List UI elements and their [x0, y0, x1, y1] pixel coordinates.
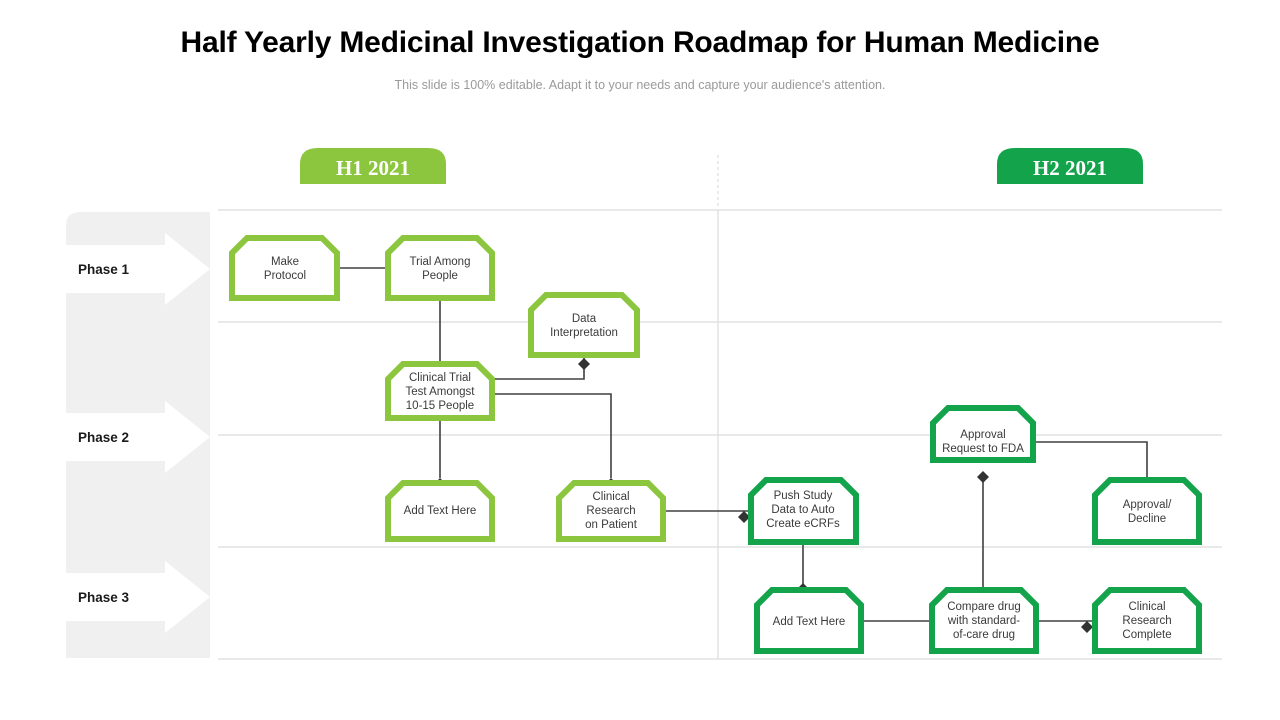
node-trial-among-people-line-0: Trial Among: [410, 256, 471, 268]
node-data-interpretation-line-1: Interpretation: [550, 327, 618, 339]
node-approval-decline-line-0: Approval/: [1123, 499, 1172, 511]
connector-test-to-research-on-patient: [490, 393, 612, 478]
phase-label-1: Phase 1: [78, 262, 130, 277]
node-make-protocol-line-0: Make: [271, 256, 299, 268]
node-trial-among-people[interactable]: Trial Among People: [385, 235, 495, 301]
phase-label-3: Phase 3: [78, 590, 130, 605]
phase-1-arrow: [66, 233, 210, 305]
node-approval-decline-line-1: Decline: [1128, 513, 1166, 525]
node-data-interpretation[interactable]: Data Interpretation: [528, 292, 640, 358]
phase-label-2: Phase 2: [78, 430, 129, 445]
page-title: Half Yearly Medicinal Investigation Road…: [180, 26, 1100, 59]
half-badge-h2-label: H2 2021: [1033, 156, 1107, 180]
half-badge-h1[interactable]: H1 2021: [300, 148, 446, 184]
connector-approval-request-to-decline: [1034, 441, 1148, 477]
node-clinical-research-complete[interactable]: Clinical Research Complete: [1092, 587, 1202, 654]
node-clinical-research-on-patient-line-1: Research: [586, 505, 635, 517]
node-compare-drug-line-0: Compare drug: [947, 601, 1021, 613]
node-approval-request-fda[interactable]: Approval Request to FDA: [930, 405, 1036, 463]
connector-test-to-data-interpretation: [490, 358, 585, 380]
node-approval-request-fda-line-0: Approval: [960, 429, 1005, 441]
connectors: [338, 267, 1148, 622]
node-push-study-data[interactable]: Push Study Data to Auto Create eCRFs: [748, 477, 859, 545]
phase-3-arrow: [66, 561, 210, 633]
marker-data-interpretation: [578, 358, 590, 370]
node-clinical-research-on-patient-line-2: on Patient: [585, 519, 638, 531]
marker-research-complete: [1081, 621, 1093, 633]
node-add-text-here-left-line-0: Add Text Here: [404, 505, 477, 517]
node-data-interpretation-line-0: Data: [572, 313, 597, 325]
node-add-text-here-left[interactable]: Add Text Here: [385, 480, 495, 542]
node-make-protocol[interactable]: Make Protocol: [229, 235, 340, 301]
node-clinical-trial-test-line-0: Clinical Trial: [409, 372, 471, 384]
marker-push-study: [738, 511, 750, 523]
half-badge-h2[interactable]: H2 2021: [997, 148, 1143, 184]
node-compare-drug[interactable]: Compare drug with standard- of-care drug: [929, 587, 1039, 654]
node-approval-request-fda-line-1: Request to FDA: [942, 443, 1024, 455]
node-add-text-here-right[interactable]: Add Text Here: [754, 587, 864, 654]
node-push-study-data-line-2: Create eCRFs: [766, 518, 840, 530]
node-compare-drug-line-1: with standard-: [947, 615, 1020, 627]
node-clinical-research-on-patient-line-0: Clinical: [592, 491, 629, 503]
node-clinical-trial-test-line-2: 10-15 People: [406, 400, 474, 412]
node-add-text-here-right-line-0: Add Text Here: [773, 616, 846, 628]
marker-approval-request: [977, 471, 989, 483]
grid-lines: [218, 155, 1222, 660]
node-clinical-research-complete-line-2: Complete: [1122, 629, 1171, 641]
page-subtitle: This slide is 100% editable. Adapt it to…: [394, 78, 886, 92]
phase-2-arrow: [66, 401, 210, 473]
node-clinical-trial-test[interactable]: Clinical Trial Test Amongst 10-15 People: [385, 361, 495, 421]
node-clinical-research-complete-line-0: Clinical: [1128, 601, 1165, 613]
half-badge-h1-label: H1 2021: [336, 156, 410, 180]
node-push-study-data-line-0: Push Study: [774, 490, 833, 502]
node-clinical-research-complete-line-1: Research: [1122, 615, 1171, 627]
phase-panel: [66, 212, 210, 658]
node-trial-among-people-line-1: People: [422, 270, 458, 282]
node-make-protocol-line-1: Protocol: [264, 270, 306, 282]
node-compare-drug-line-2: of-care drug: [953, 629, 1015, 641]
node-clinical-research-on-patient[interactable]: Clinical Research on Patient: [556, 480, 666, 542]
node-approval-decline[interactable]: Approval/ Decline: [1092, 477, 1202, 545]
node-clinical-trial-test-line-1: Test Amongst: [405, 386, 475, 398]
node-push-study-data-line-1: Data to Auto: [771, 504, 834, 516]
